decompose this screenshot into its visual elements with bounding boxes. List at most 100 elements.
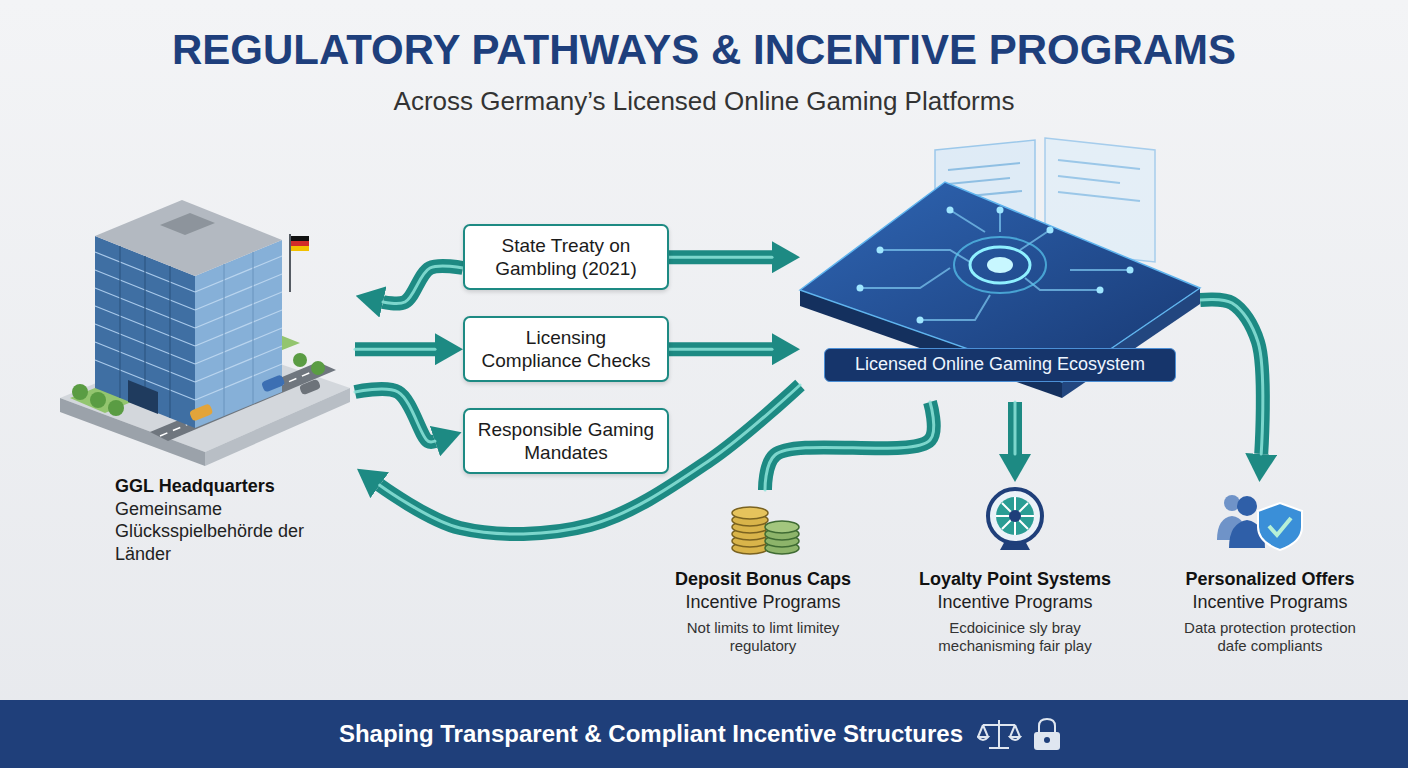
headquarters-illustration <box>60 200 350 466</box>
program-note: Not limits to limt limitey regulatory <box>663 619 863 656</box>
flow-arrow <box>669 349 772 350</box>
program-type: Incentive Programs <box>894 591 1136 614</box>
people-shield-icon <box>1237 496 1257 516</box>
platform-shape <box>917 317 924 324</box>
people-shield-icon <box>1258 503 1302 550</box>
text-holder: Across Germany’s Licensed Online Gaming … <box>0 86 1408 117</box>
people-shield-icon <box>1217 495 1302 550</box>
platform-shape <box>997 207 1004 214</box>
coins-icon <box>765 521 799 533</box>
arrow-glow <box>355 348 435 351</box>
scale-lock-icons <box>1034 732 1060 750</box>
flow-arrow <box>355 389 435 442</box>
arrow-glow <box>765 402 934 490</box>
headquarters-illustration <box>160 213 215 235</box>
headquarters-illustration <box>291 241 309 246</box>
arrow-body <box>355 342 435 356</box>
scale-lock-icons <box>1044 737 1050 743</box>
flow-arrow <box>1015 402 1016 454</box>
platform-shape <box>857 285 864 292</box>
headquarters-illustration <box>95 200 282 276</box>
coins-icon <box>732 507 799 554</box>
headquarters-illustration <box>261 374 286 392</box>
caption: Shaping Transparent & Compliant Incentiv… <box>339 720 963 748</box>
platform-shape <box>1127 267 1134 274</box>
scale-lock-icons <box>1039 719 1055 732</box>
program-note: Data protection protection dafe complian… <box>1170 619 1370 656</box>
headquarters-illustration <box>311 361 325 375</box>
box-label: Responsible Gaming Mandates <box>475 418 657 464</box>
program-heading: Deposit Bonus Caps <box>657 568 869 591</box>
program-heading: Loyalty Point Systems <box>894 568 1136 591</box>
arrow-body <box>355 389 435 442</box>
arrow-glow <box>1014 402 1017 454</box>
headquarters-illustration <box>128 380 158 414</box>
flow-arrow <box>380 385 800 534</box>
platform-shape <box>860 210 1130 320</box>
arrow-body <box>669 250 772 264</box>
arrow-glow <box>355 389 435 442</box>
headquarters-illustration <box>120 246 170 418</box>
arrow-body <box>765 402 934 490</box>
wheel-icon <box>996 497 1034 535</box>
platform-shape <box>800 182 1200 382</box>
diagram-title: REGULATORY PATHWAYS & INCENTIVE PROGRAMS <box>0 26 1408 74</box>
arrow-glow <box>669 256 772 259</box>
headquarters-illustration <box>291 236 309 241</box>
platform-label: Licensed Online Gaming Ecosystem <box>824 348 1176 382</box>
headquarters-illustration <box>72 384 88 400</box>
incentive-program: Deposit Bonus CapsIncentive ProgramsNot … <box>653 490 873 660</box>
node-heading: GGL Headquarters <box>115 475 335 498</box>
subtitle: Across Germany’s Licensed Online Gaming … <box>0 86 1408 117</box>
arrow-body <box>380 385 800 534</box>
flow-arrow <box>383 266 463 304</box>
headquarters-illustration <box>108 400 124 416</box>
regulation-box: Licensing Compliance Checks <box>463 316 669 382</box>
headquarters-illustration <box>299 379 321 396</box>
flow-arrow <box>669 257 772 258</box>
box-label: State Treaty on Gambling (2021) <box>475 234 657 280</box>
platform-shape <box>1047 227 1054 234</box>
headquarters-illustration <box>224 252 253 416</box>
headquarters-illustration <box>291 246 309 251</box>
arrow-body <box>669 342 772 356</box>
arrow-glow <box>669 348 772 351</box>
arrow-glow <box>380 385 800 534</box>
scale-lock-icons <box>978 737 1020 740</box>
program-heading: Personalized Offers <box>1154 568 1386 591</box>
coins-icon <box>732 507 768 519</box>
platform-shape <box>970 247 1030 283</box>
scale-lock-icons <box>978 725 1020 737</box>
arrow-body <box>383 266 463 304</box>
headquarters-illustration <box>195 256 282 400</box>
incentive-program: Loyalty Point SystemsIncentive ProgramsE… <box>890 482 1140 660</box>
flow-arrow <box>765 402 934 490</box>
headquarters-building: GGL HeadquartersGemeinsame Glücksspielbe… <box>55 190 355 573</box>
box-label: Licensing Compliance Checks <box>475 326 657 372</box>
footer-row: Shaping Transparent & Compliant Incentiv… <box>0 700 1408 768</box>
regulation-box: Responsible Gaming Mandates <box>463 408 669 474</box>
arrow-glow <box>1200 299 1263 454</box>
ecosystem-platform: Licensed Online Gaming Ecosystem <box>800 170 1200 402</box>
arrow-glow <box>383 266 463 304</box>
program-type: Incentive Programs <box>1154 591 1386 614</box>
text-holder: REGULATORY PATHWAYS & INCENTIVE PROGRAMS <box>0 26 1408 74</box>
wheel-icon <box>996 497 1034 535</box>
platform-shape <box>877 247 884 254</box>
headquarters-illustration <box>189 403 214 421</box>
program-type: Incentive Programs <box>657 591 869 614</box>
regulation-box: State Treaty on Gambling (2021) <box>463 224 669 290</box>
wheel-icon <box>1009 510 1021 522</box>
platform-shape <box>987 257 1013 273</box>
scale-lock-icons <box>977 716 1069 752</box>
headquarters-illustration <box>90 392 106 408</box>
incentive-program: Personalized OffersIncentive ProgramsDat… <box>1150 482 1390 660</box>
people-shield-icon <box>1269 518 1291 535</box>
flow-arrow <box>355 349 435 350</box>
wheel-icon <box>988 489 1042 550</box>
node-subtitle: Gemeinsame Glücksspielbehörde der Länder <box>115 498 335 566</box>
headquarters-illustration <box>293 353 307 367</box>
hologram-panels <box>1058 160 1140 201</box>
